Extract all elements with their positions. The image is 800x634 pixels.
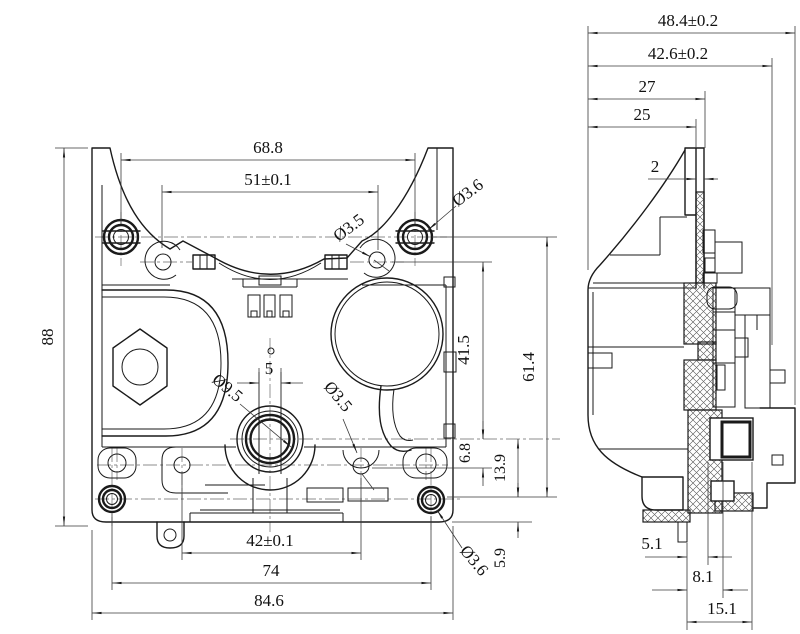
dim-front-6-8: 6.8 <box>457 443 474 463</box>
dim-side-body-depth: 42.6±0.2 <box>648 44 708 63</box>
dim-side-offset-8-1: 8.1 <box>692 567 713 586</box>
dim-front-height: 88 <box>38 329 57 346</box>
dim-front-slot-width: 5 <box>265 359 274 378</box>
side-right-components <box>677 229 796 543</box>
front-saddle <box>192 254 348 318</box>
dim-front-5-9: 5.9 <box>492 548 509 568</box>
side-motor-outline <box>587 147 705 511</box>
front-outline <box>91 147 457 523</box>
dim-side-offset-5-1: 5.1 <box>641 534 662 553</box>
side-view <box>587 147 796 543</box>
front-ear-holes <box>144 238 396 280</box>
dim-front-bottom-width: 74 <box>263 561 281 580</box>
dim-front-top-width: 68.8 <box>253 138 283 157</box>
dim-side-depth-25: 25 <box>634 105 651 124</box>
dim-side-total-depth: 48.4±0.2 <box>658 11 718 30</box>
front-dimensions: 68.8 51±0.1 Ø3.6 Ø3.5 88 Ø9.5 5 Ø3.5 41.… <box>38 138 557 620</box>
dim-front-hole-span: 51±0.1 <box>244 170 292 189</box>
side-dimensions: 48.4±0.2 42.6±0.2 27 25 2 5.1 8.1 15.1 <box>587 11 796 630</box>
dim-front-dia-top-right: Ø3.6 <box>449 175 487 210</box>
side-section-hatch <box>642 191 754 523</box>
dim-side-depth-27: 27 <box>639 77 657 96</box>
dim-front-total-width: 84.6 <box>254 591 284 610</box>
dim-front-dia-top-hole: Ø3.5 <box>330 210 368 245</box>
dim-front-13-9: 13.9 <box>492 454 509 482</box>
dim-front-41-5: 41.5 <box>454 335 473 365</box>
front-hex-pocket <box>101 289 229 437</box>
front-gear-pocket <box>267 277 444 453</box>
dim-front-61-4: 61.4 <box>519 352 538 382</box>
front-centerlines <box>95 212 560 532</box>
dim-front-bottom-span: 42±0.1 <box>246 531 294 550</box>
dim-front-dia-mid-hole: Ø3.5 <box>320 378 356 416</box>
dim-side-plate-thickness: 2 <box>651 157 660 176</box>
dim-side-offset-15-1: 15.1 <box>707 599 737 618</box>
